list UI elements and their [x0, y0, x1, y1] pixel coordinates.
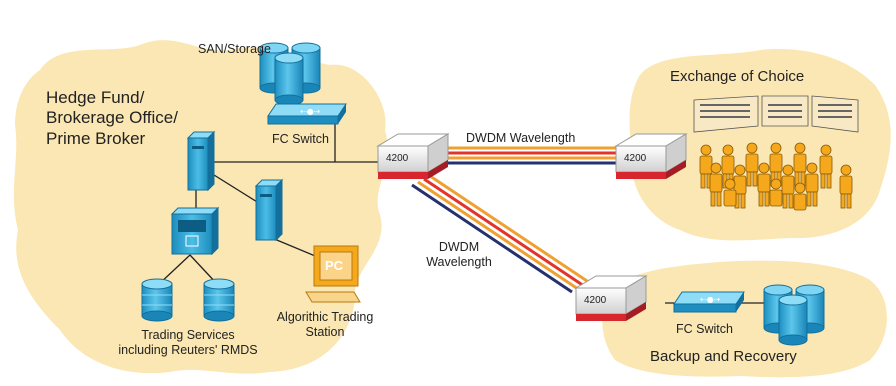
- dwdm-link-diagonal: [411, 174, 591, 294]
- exchange-title: Exchange of Choice: [670, 68, 805, 85]
- algo-station-label: Algorithic Trading Station: [276, 310, 374, 339]
- mux-device-main-icon: [376, 133, 450, 179]
- fc-switch-label: FC Switch: [272, 132, 329, 146]
- svg-text:⇠●⇢: ⇠●⇢: [700, 295, 721, 304]
- backup-title: Backup and Recovery: [650, 348, 797, 365]
- dwdm-top-label: DWDM Wavelength: [466, 131, 576, 145]
- fc-switch-backup-icon: ⇠●⇢: [673, 291, 745, 313]
- mux-exchange-label: 4200: [624, 153, 647, 164]
- server-tower-2-icon: [254, 178, 284, 242]
- pc-workstation-icon: [305, 245, 361, 303]
- mux-backup-label: 4200: [584, 295, 607, 306]
- traders-crowd-icon: [699, 142, 853, 211]
- dwdm-link-top: [448, 146, 616, 165]
- rack-server-icon: [170, 206, 220, 256]
- san-storage-label: SAN/Storage: [198, 42, 271, 56]
- san-storage-icon: [259, 42, 321, 106]
- server-tower-icon: [186, 130, 216, 192]
- dwdm-diagonal-label: DWDM Wavelength: [426, 240, 492, 269]
- fc-switch-icon: ⇠●⇢: [267, 103, 347, 125]
- svg-text:⇠●⇢: ⇠●⇢: [300, 107, 321, 116]
- trading-services-label: Trading Services including Reuters' RMDS: [118, 328, 258, 357]
- mux-device-backup-icon: [574, 275, 648, 321]
- lan-line-tower2-pc: [271, 237, 321, 259]
- mux-device-exchange-icon: [614, 133, 688, 179]
- mux-main-label: 4200: [386, 153, 409, 164]
- pc-badge: PC: [325, 258, 344, 273]
- database-icon: [141, 278, 173, 322]
- trading-boards-icon: [693, 95, 859, 133]
- office-title: Hedge Fund/ Brokerage Office/ Prime Brok…: [46, 88, 178, 148]
- database-2-icon: [203, 278, 235, 322]
- lan-line-tower-tower2: [205, 169, 263, 206]
- backup-storage-icon: [763, 284, 825, 346]
- backup-fc-switch-label: FC Switch: [676, 322, 733, 336]
